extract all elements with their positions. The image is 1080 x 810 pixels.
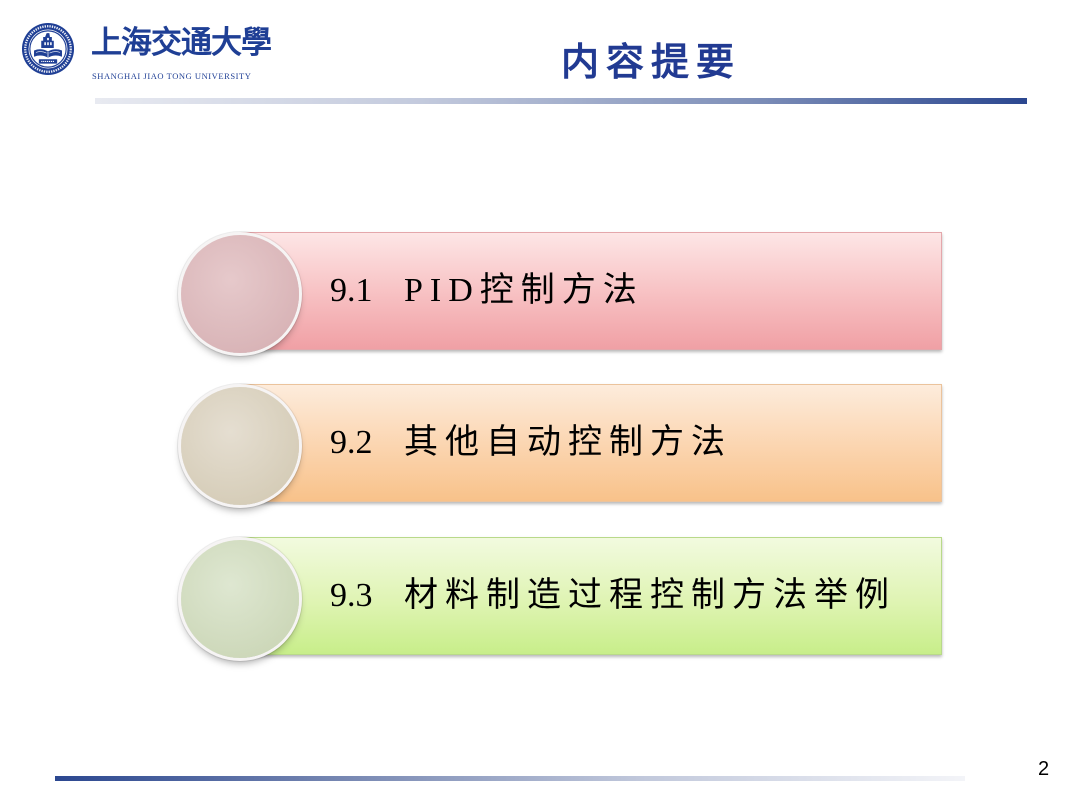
agenda-bullet-circle [181, 235, 299, 353]
agenda-item-2: 9.2 其他自动控制方法 [0, 384, 1080, 508]
agenda-item-number: 9.3 [330, 577, 373, 614]
agenda-item-label: PID控制方法 [404, 272, 644, 309]
agenda-item-band [240, 232, 942, 350]
header-rule [95, 98, 1027, 104]
agenda-bullet-circle [181, 540, 299, 658]
agenda-item-3: 9.3 材料制造过程控制方法举例 [0, 537, 1080, 661]
agenda-item-band [240, 537, 942, 655]
footer-rule [55, 776, 965, 781]
university-name-en: SHANGHAI JIAO TONG UNIVERSITY [92, 71, 252, 81]
agenda-bullet-circle [181, 387, 299, 505]
page-number: 2 [1038, 758, 1050, 780]
university-emblem-icon [21, 22, 75, 76]
agenda-item-band [240, 384, 942, 502]
agenda-item-label: 其他自动控制方法 [404, 424, 732, 461]
agenda-item-number: 9.1 [330, 272, 373, 309]
agenda-item-number: 9.2 [330, 424, 373, 461]
slide-title: 内容提要 [561, 42, 742, 84]
university-name-cn: 上海交通大學 [91, 25, 272, 60]
agenda-item-label: 材料制造过程控制方法举例 [404, 577, 896, 614]
agenda-item-1: 9.1 PID控制方法 [0, 232, 1080, 356]
